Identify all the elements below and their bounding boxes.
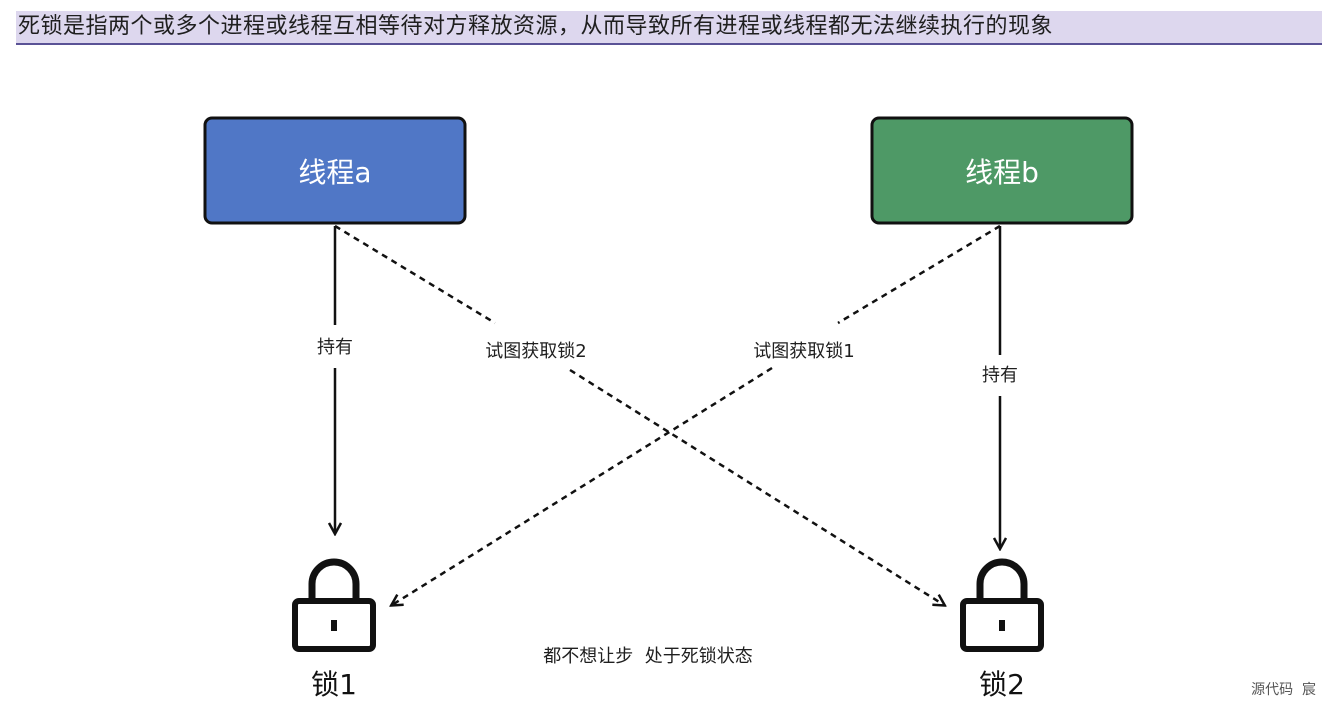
thread-b-label: 线程b: [965, 156, 1039, 189]
edge-b-holds-lock2: 持有: [982, 226, 1018, 548]
definition-banner: 死锁是指两个或多个进程或线程互相等待对方释放资源，从而导致所有进程或线程都无法继…: [16, 11, 1322, 45]
thread-a-label: 线程a: [298, 156, 371, 189]
thread-b-node: 线程b: [870, 116, 1134, 225]
thread-a-node: 线程a: [203, 116, 467, 225]
lock-icon: [960, 558, 1044, 652]
lock2-label: 锁2: [979, 668, 1025, 701]
edge-b-holds-label: 持有: [982, 365, 1018, 386]
watermark: 源代码 宸: [1251, 681, 1316, 698]
edge-a-tries-label: 试图获取锁2: [485, 341, 586, 362]
edge-a-holds-label: 持有: [317, 337, 353, 358]
lock2-node: 锁2: [960, 558, 1044, 701]
edge-a-holds-lock1: 持有: [317, 226, 353, 533]
edge-b-tries-label: 试图获取锁1: [753, 341, 854, 362]
definition-text: 死锁是指两个或多个进程或线程互相等待对方释放资源，从而导致所有进程或线程都无法继…: [18, 14, 1054, 39]
edge-a-tries-lock2: 试图获取锁2: [334, 224, 944, 605]
lock1-label: 锁1: [311, 668, 357, 701]
lock-icon: [292, 558, 376, 652]
edge-b-tries-lock1: 试图获取锁1: [392, 224, 1001, 605]
lock1-node: 锁1: [292, 558, 376, 701]
deadlock-caption: 都不想让步 处于死锁状态: [543, 646, 752, 667]
